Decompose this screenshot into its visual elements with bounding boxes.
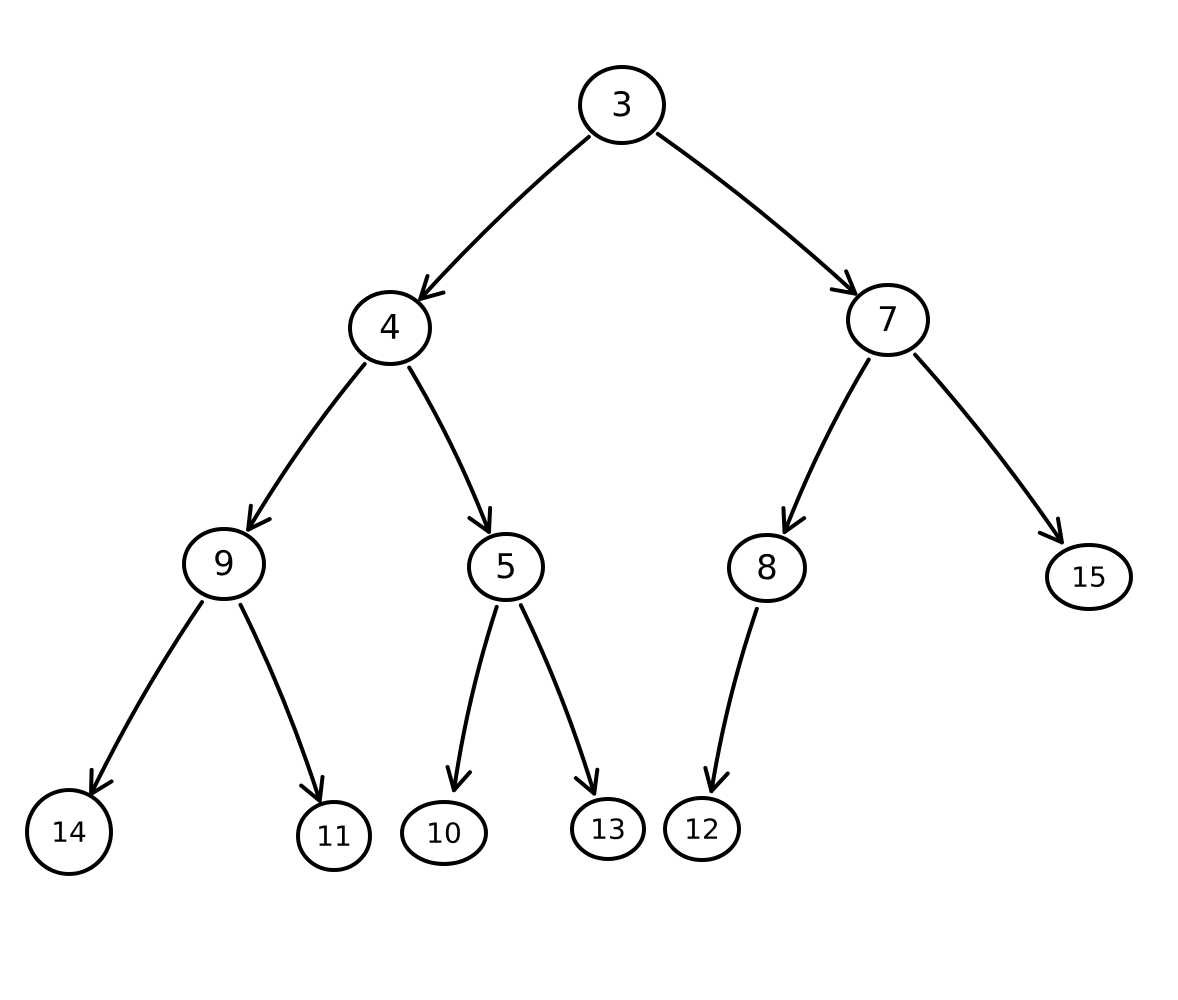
edge-line bbox=[89, 600, 204, 796]
node-label: 8 bbox=[756, 548, 778, 588]
node-circle bbox=[846, 283, 930, 357]
tree-node-4: 4 bbox=[348, 290, 432, 366]
edge-n3-to-n7 bbox=[655, 131, 858, 296]
arrowhead-icon bbox=[1037, 516, 1064, 545]
node-circle bbox=[348, 290, 432, 366]
arrowhead-icon bbox=[781, 506, 807, 535]
edge-line bbox=[407, 365, 491, 534]
tree-node-9: 9 bbox=[182, 527, 266, 601]
edge-n4-to-n5 bbox=[407, 365, 493, 534]
tree-node-13: 13 bbox=[570, 797, 646, 861]
edge-n7-to-n8 bbox=[781, 357, 871, 535]
arrowhead-icon bbox=[299, 774, 325, 803]
node-label: 3 bbox=[611, 85, 633, 125]
edge-line bbox=[418, 134, 591, 301]
node-circle bbox=[400, 800, 488, 866]
node-label: 7 bbox=[877, 300, 899, 340]
node-circle bbox=[182, 527, 266, 601]
arrowhead-icon bbox=[445, 765, 472, 793]
edge-n5-to-n13 bbox=[518, 603, 600, 796]
node-label: 13 bbox=[590, 813, 626, 846]
tree-node-8: 8 bbox=[727, 533, 807, 603]
edge-n5-to-n10 bbox=[445, 604, 499, 793]
node-circle bbox=[570, 797, 646, 861]
node-label: 15 bbox=[1071, 561, 1107, 594]
nodes-layer: 3 4 7 9 5 8 15 14 11 10 13 12 bbox=[25, 65, 1133, 876]
edge-n8-to-n12 bbox=[703, 606, 759, 794]
edge-line bbox=[709, 606, 759, 794]
edge-n9-to-n11 bbox=[238, 602, 325, 803]
tree-node-3: 3 bbox=[578, 65, 666, 145]
node-circle bbox=[25, 788, 113, 876]
node-circle bbox=[296, 800, 372, 872]
edge-n9-to-n14 bbox=[89, 600, 204, 796]
arrowhead-icon bbox=[829, 269, 858, 296]
node-label: 14 bbox=[51, 816, 87, 849]
tree-node-12: 12 bbox=[663, 796, 741, 862]
arrowhead-icon bbox=[89, 767, 114, 796]
edge-line bbox=[782, 357, 871, 535]
tree-node-14: 14 bbox=[25, 788, 113, 876]
edge-line bbox=[655, 131, 858, 296]
arrowhead-icon bbox=[246, 503, 272, 532]
node-label: 4 bbox=[379, 308, 401, 348]
arrowhead-icon bbox=[418, 274, 446, 301]
arrowhead-icon bbox=[467, 505, 493, 534]
node-circle bbox=[1045, 543, 1133, 611]
tree-node-11: 11 bbox=[296, 800, 372, 872]
arrowhead-icon bbox=[703, 765, 730, 794]
edge-n7-to-n15 bbox=[913, 352, 1064, 545]
node-circle bbox=[578, 65, 666, 145]
arrowhead-icon bbox=[573, 767, 600, 796]
edge-line bbox=[238, 602, 322, 803]
edge-n3-to-n4 bbox=[418, 134, 591, 301]
edge-line bbox=[518, 603, 597, 796]
edge-line bbox=[451, 604, 499, 793]
edges-layer bbox=[89, 131, 1064, 803]
tree-node-7: 7 bbox=[846, 283, 930, 357]
node-label: 10 bbox=[426, 817, 462, 850]
node-label: 12 bbox=[684, 813, 720, 846]
node-label: 11 bbox=[316, 820, 352, 853]
edge-line bbox=[913, 352, 1064, 545]
tree-node-10: 10 bbox=[400, 800, 488, 866]
node-circle bbox=[727, 533, 807, 603]
node-label: 9 bbox=[213, 544, 235, 584]
node-label: 5 bbox=[495, 547, 517, 587]
edge-n4-to-n9 bbox=[246, 361, 367, 532]
node-circle bbox=[663, 796, 741, 862]
tree-node-5: 5 bbox=[467, 532, 545, 602]
edge-line bbox=[246, 361, 367, 532]
node-circle bbox=[467, 532, 545, 602]
tree-node-15: 15 bbox=[1045, 543, 1133, 611]
